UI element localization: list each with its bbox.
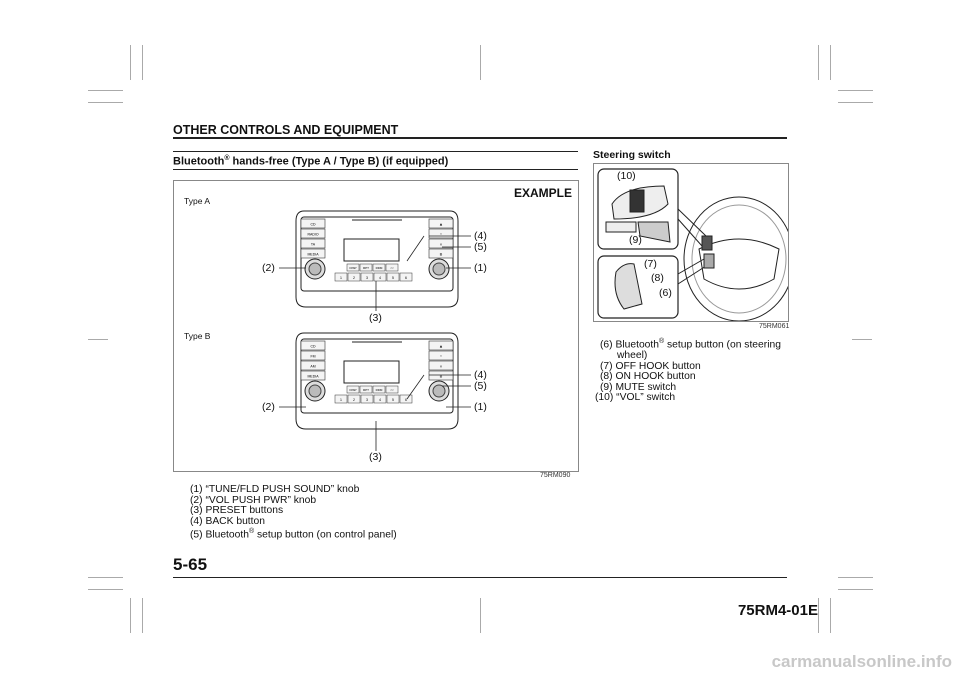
callout-10: (10) (617, 170, 636, 182)
svg-text:RDM: RDM (376, 388, 383, 392)
steering-title: Steering switch (593, 149, 671, 161)
svg-text:CD: CD (310, 345, 316, 349)
list-item: (9) MUTE switch (600, 381, 677, 393)
svg-text:5: 5 (392, 398, 394, 402)
svg-text:B: B (440, 252, 443, 257)
svg-text:6: 6 (405, 276, 407, 280)
watermark: carmanualsonline.info (771, 652, 952, 671)
callout-2: (2) (262, 262, 275, 274)
svg-text:DISP: DISP (349, 266, 356, 270)
svg-text:MEDIA: MEDIA (307, 253, 319, 257)
callout-6: (6) (659, 287, 672, 299)
svg-text:2: 2 (353, 398, 355, 402)
svg-text:2: 2 (353, 276, 355, 280)
type-b-label: Type B (184, 331, 211, 341)
svg-text:v: v (440, 364, 442, 369)
svg-text:v: v (440, 242, 442, 247)
steering-wheel-illustration (597, 168, 788, 321)
callout-9: (9) (629, 234, 642, 246)
radio-type-a-illustration: CD RADIO TA MEDIA ▲ ^ vB DISP RPT RDM << 1 2 3 4 5 6 (295, 210, 459, 308)
callout-1b: (1) (474, 401, 487, 413)
callout-8: (8) (651, 272, 664, 284)
svg-text:RPT: RPT (363, 388, 369, 392)
svg-text:1: 1 (340, 276, 342, 280)
svg-text:RPT: RPT (363, 266, 369, 270)
list-item: (2) “VOL PUSH PWR” knob (190, 494, 317, 506)
radio-legend-list: (1) “TUNE/FLD PUSH SOUND” knob (2) “VOL … (190, 484, 397, 541)
list-item: (5) Bluetooth® setup button (on control … (190, 528, 397, 541)
list-item: (8) ON HOOK button (600, 371, 696, 383)
svg-text:MEDIA: MEDIA (307, 375, 319, 379)
svg-text:CD: CD (310, 223, 316, 227)
callout-7: (7) (644, 258, 657, 270)
section-title: Bluetooth® hands-free (Type A / Type B) … (173, 155, 449, 168)
svg-text:DISP: DISP (349, 388, 356, 392)
list-item: (4) BACK button (190, 515, 265, 527)
svg-text:RDM: RDM (376, 266, 383, 270)
svg-text:B: B (440, 374, 443, 379)
svg-text:FM: FM (310, 355, 315, 359)
page-number: 5-65 (173, 555, 208, 574)
list-item: (1) “TUNE/FLD PUSH SOUND” knob (190, 484, 360, 495)
svg-text:AM: AM (310, 365, 315, 369)
svg-text:RADIO: RADIO (307, 233, 318, 237)
svg-text:3: 3 (366, 398, 368, 402)
svg-text:3: 3 (366, 276, 368, 280)
list-item: (3) PRESET buttons (190, 505, 284, 517)
callout-5: (5) (474, 241, 487, 253)
callout-4b: (4) (474, 369, 487, 381)
callout-lines (279, 235, 471, 451)
steering-figure: (10) (9) (7) (8) (6) (593, 163, 789, 322)
callout-1: (1) (474, 262, 487, 274)
svg-text:4: 4 (379, 398, 381, 402)
radio-type-b-illustration: CD FM AM MEDIA ▲ ^ vB DISP RPT RDM << 1 2 3 4 5 6 (295, 332, 459, 430)
list-item: (10) “VOL” switch (595, 392, 676, 404)
svg-text:TA: TA (311, 243, 316, 247)
svg-text:▲: ▲ (439, 344, 443, 349)
example-label: EXAMPLE (513, 186, 572, 200)
steering-figure-code: 75RM061 (759, 323, 790, 330)
svg-text:5: 5 (392, 276, 394, 280)
svg-text:<<: << (390, 388, 394, 392)
svg-text:1: 1 (340, 398, 342, 402)
callout-3: (3) (369, 312, 382, 324)
callout-2b: (2) (262, 401, 275, 413)
document-code: 75RM4-01E (737, 602, 818, 619)
page-header: OTHER CONTROLS AND EQUIPMENT (173, 123, 399, 137)
svg-text:4: 4 (379, 276, 381, 280)
list-item-cont: wheel) (617, 350, 648, 362)
svg-text:^: ^ (440, 354, 442, 359)
svg-text:6: 6 (405, 398, 407, 402)
svg-text:▲: ▲ (439, 222, 443, 227)
list-item: (7) OFF HOOK button (600, 360, 701, 372)
callout-5b: (5) (474, 380, 487, 392)
svg-text:^: ^ (440, 232, 442, 237)
callout-3b: (3) (369, 451, 382, 463)
callout-4: (4) (474, 230, 487, 242)
list-item: (6) Bluetooth® setup button (on steering (600, 338, 781, 351)
steering-legend-list: (6) Bluetooth® setup button (on steering… (595, 337, 787, 404)
svg-text:<<: << (390, 266, 394, 270)
figure-code: 75RM090 (540, 472, 571, 479)
type-a-label: Type A (184, 196, 210, 206)
